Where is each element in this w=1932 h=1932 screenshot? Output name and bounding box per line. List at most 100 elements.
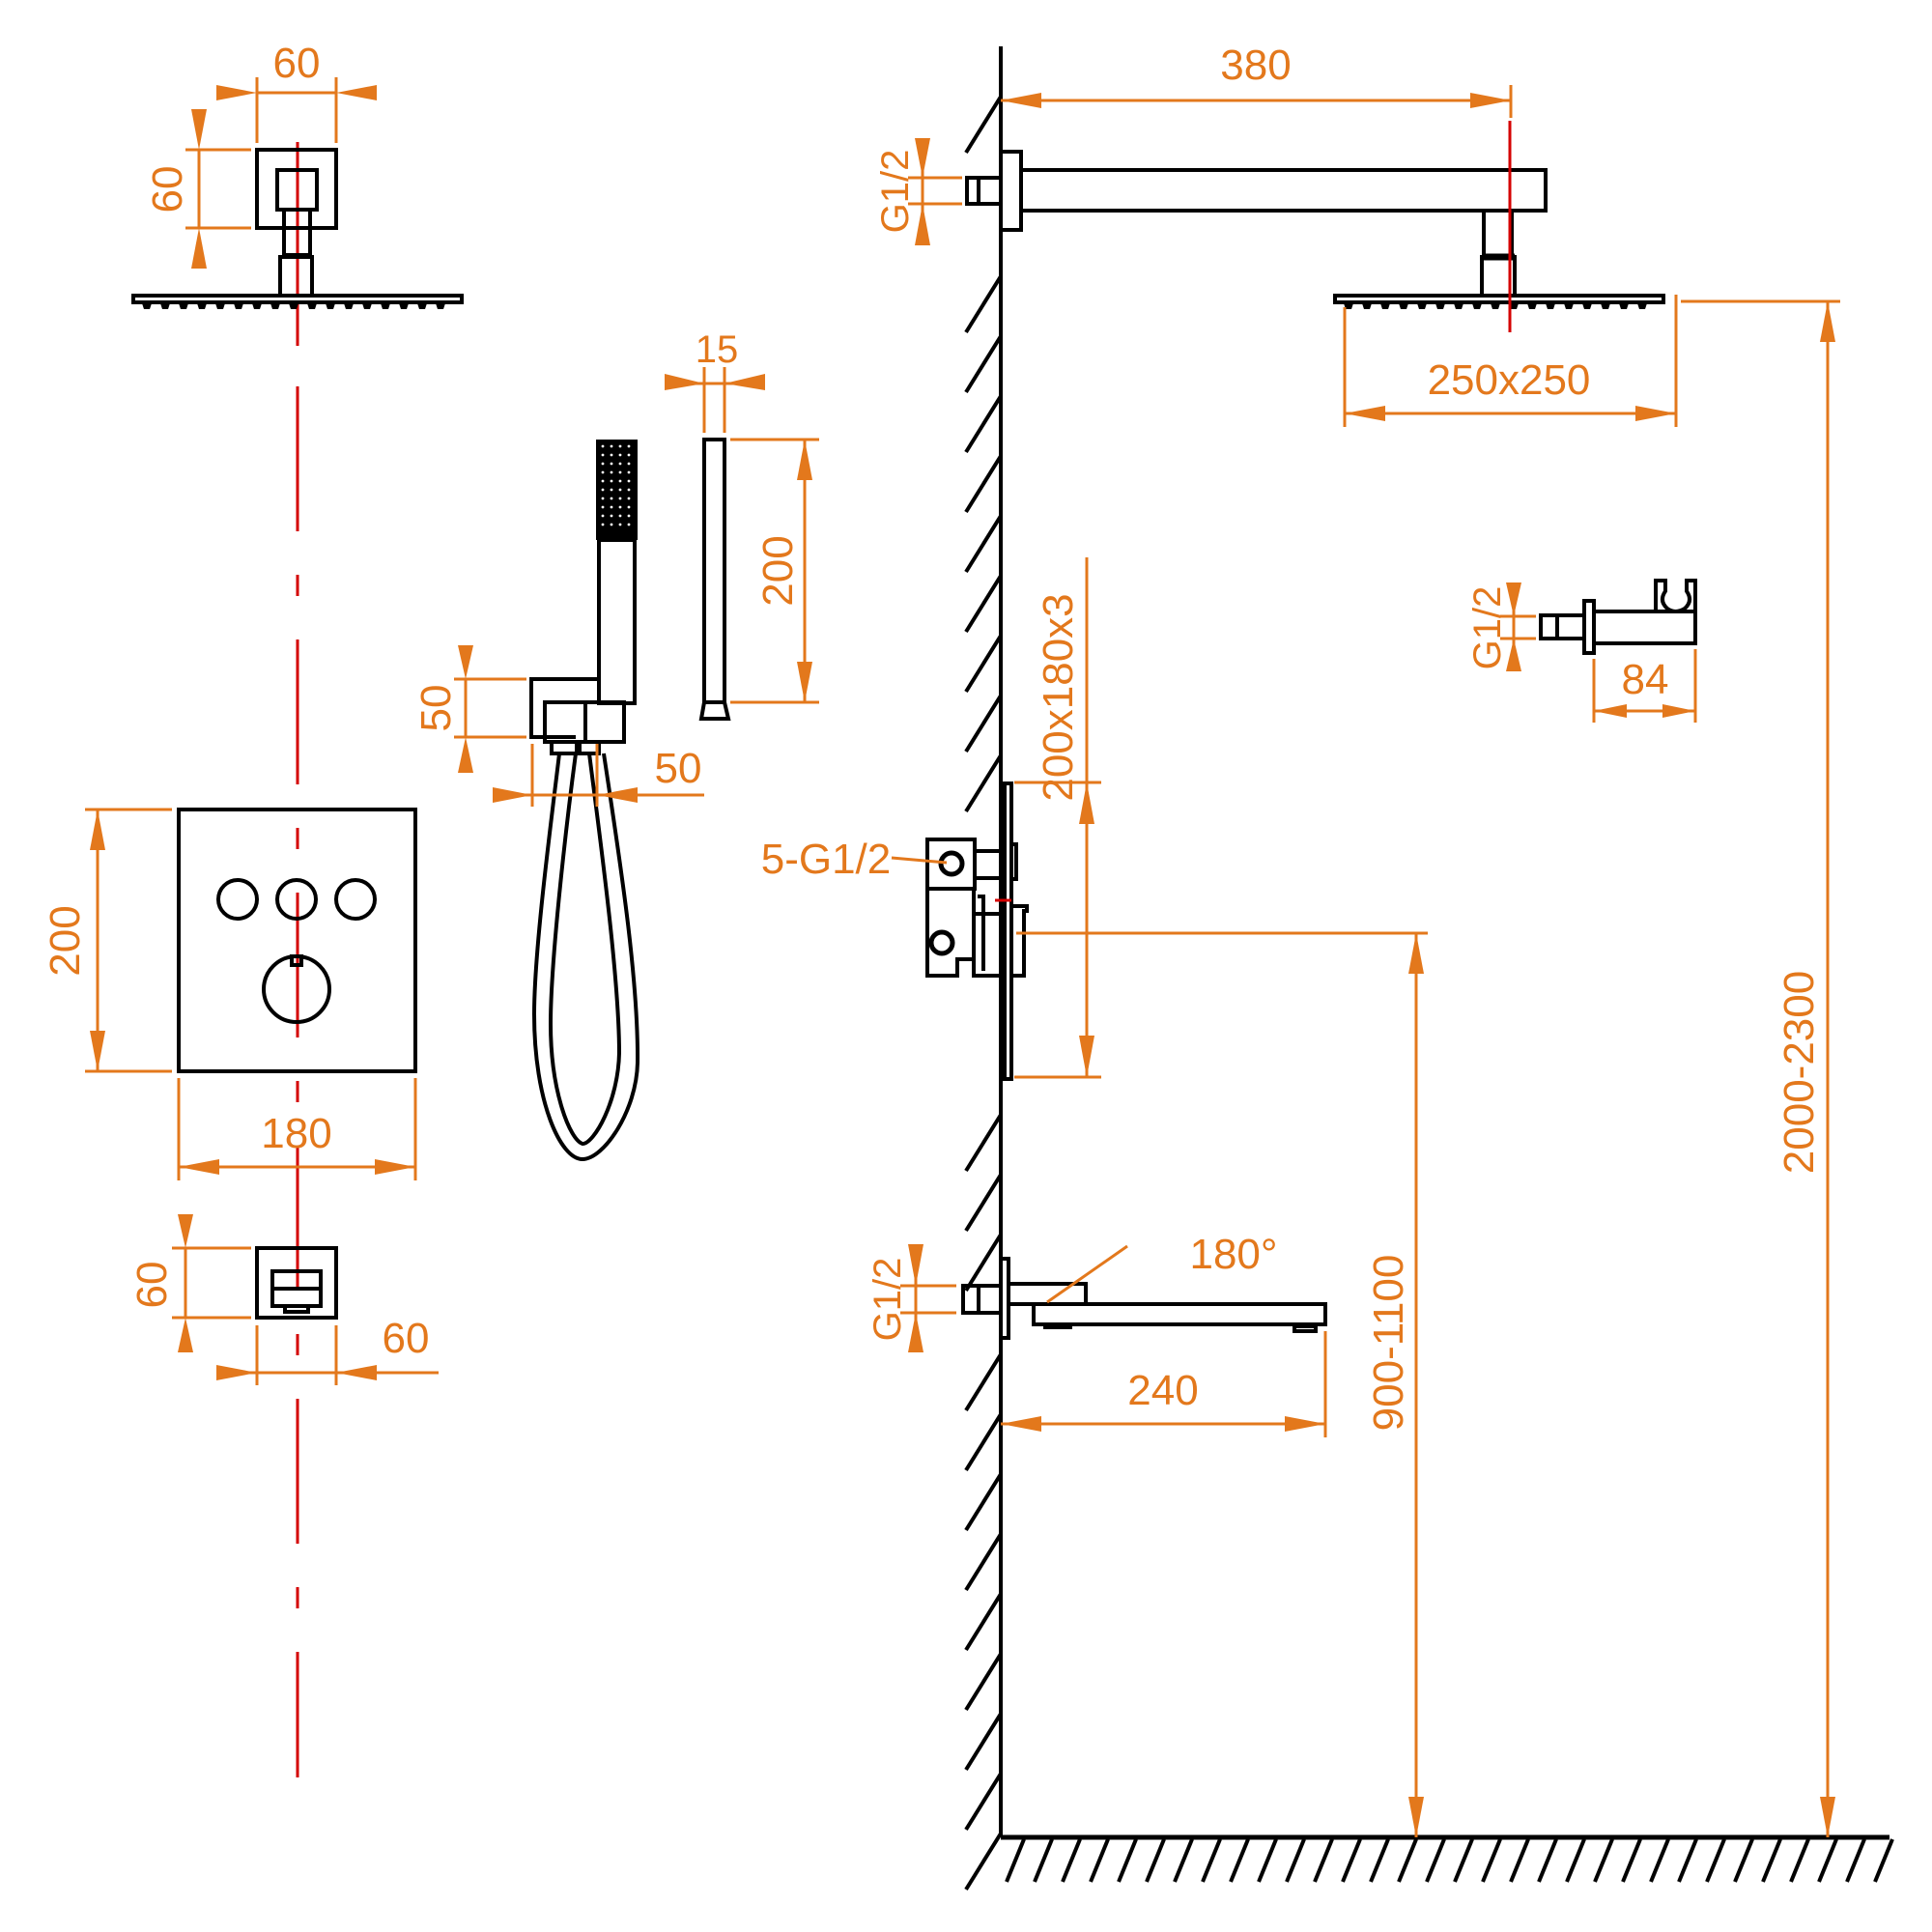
spray-hole (601, 514, 605, 518)
floor-hatch-line (1313, 1838, 1334, 1883)
spray-hole (627, 488, 631, 492)
dim-label: 50 (655, 745, 702, 792)
dim-label: 60 (273, 40, 321, 87)
wall-hatch-line (964, 1472, 1003, 1532)
dim-spout-rotation: 180° (1046, 1231, 1278, 1304)
spray-hole (618, 497, 622, 500)
dim-shower-height: 2000-2300 (1681, 299, 1840, 1837)
floor-hatch-line (1425, 1838, 1446, 1883)
overhead-shower-front-view (131, 148, 464, 309)
nozzle (1435, 303, 1445, 309)
floor-hatch-line (1537, 1838, 1558, 1883)
dim-hand-width: 15 (665, 328, 765, 433)
dim-outlets-leader: 5-G1/2 (761, 836, 948, 883)
spray-hole (610, 453, 613, 457)
spray-hole (601, 497, 605, 500)
spray-hole (610, 514, 613, 518)
nozzle (1546, 303, 1555, 309)
spray-hole (601, 462, 605, 466)
spray-hole (627, 453, 631, 457)
spray-hole (627, 497, 631, 500)
floor-hatch-line (1397, 1838, 1418, 1883)
nozzle (1601, 303, 1610, 309)
dim-spout-width: 60 (216, 1315, 439, 1385)
hand-shower-side (698, 438, 731, 721)
wall-hatch-line (964, 454, 1003, 514)
dim-spout-length: 240 (1001, 1331, 1327, 1437)
nozzle (289, 303, 298, 309)
dim-label: 200x180x3 (1035, 593, 1082, 801)
floor-hatch-line (1061, 1838, 1082, 1883)
nozzle (1491, 303, 1500, 309)
function-button (334, 878, 377, 921)
dim-panel-height: 200 (42, 808, 172, 1073)
spray-hole (618, 488, 622, 492)
floor-hatch-line (1201, 1838, 1222, 1883)
spray-hole (610, 488, 613, 492)
spray-hole (610, 523, 613, 526)
spray-hole (627, 444, 631, 448)
dim-hand-length: 200 (730, 438, 819, 704)
nozzle (179, 303, 188, 309)
spray-hole (618, 470, 622, 474)
spray-hole (627, 505, 631, 509)
mixer-panel-front-view (177, 808, 417, 1073)
wall-hatch-line (964, 1173, 1003, 1233)
spray-hole (618, 479, 622, 483)
spray-hole (618, 462, 622, 466)
spray-hole (618, 514, 622, 518)
floor-hatch-line (1481, 1838, 1502, 1883)
floor-hatch-line (1089, 1838, 1110, 1883)
floor-hatch-line (1229, 1838, 1250, 1883)
dim-label: G1/2 (1466, 586, 1509, 670)
wall-hatch-line (964, 514, 1003, 574)
wall-hatch-line (964, 753, 1003, 813)
nozzle (381, 303, 390, 309)
nozzle (436, 303, 445, 309)
dim-spout-height: 60 (128, 1214, 251, 1352)
spray-hole (627, 523, 631, 526)
wall-hatch-line (964, 1712, 1003, 1772)
floor-hatch-line (1341, 1838, 1362, 1883)
nozzle (326, 303, 335, 309)
nozzle (399, 303, 409, 309)
nozzle (1619, 303, 1629, 309)
dim-label: 900-1100 (1365, 1255, 1412, 1432)
floor-hatch-line (1845, 1838, 1866, 1883)
wall (964, 46, 1003, 1891)
wall-hatch-line (964, 1233, 1003, 1293)
nozzle (1454, 303, 1463, 309)
dim-label: 240 (1127, 1367, 1198, 1414)
spray-hole (610, 470, 613, 474)
floor-hatch-line (1005, 1838, 1026, 1883)
floor-hatch-line (1173, 1838, 1194, 1883)
nozzle (252, 303, 262, 309)
wall-hatch-line (964, 1652, 1003, 1712)
dim-holder-depth: 84 (1592, 649, 1697, 723)
wall-hatch-line (964, 634, 1003, 694)
nozzle (215, 303, 225, 309)
floor-hatch-line (1817, 1838, 1838, 1883)
nozzle (270, 303, 280, 309)
nozzle (142, 303, 152, 309)
spray-hole (618, 444, 622, 448)
hose-outer (531, 753, 640, 1162)
shower-nozzles (142, 303, 445, 309)
floor-hatch-line (1257, 1838, 1278, 1883)
dim-label: G1/2 (867, 1258, 909, 1342)
wall-hatch-line (964, 1832, 1003, 1891)
nozzle (1362, 303, 1372, 309)
wall-hatch-line (964, 1532, 1003, 1592)
spray-hole (610, 479, 613, 483)
nozzle (1399, 303, 1408, 309)
nozzle (1637, 303, 1647, 309)
floor-hatch-line (1649, 1838, 1670, 1883)
dim-mixer-height: 900-1100 (1016, 931, 1428, 1837)
wall-hatch-line (964, 694, 1003, 753)
nozzle (1582, 303, 1592, 309)
wall-hatch-line (964, 1113, 1003, 1173)
rotation-label: 180° (1189, 1231, 1277, 1278)
dim-label: 200 (42, 905, 89, 976)
spray-hole (627, 514, 631, 518)
